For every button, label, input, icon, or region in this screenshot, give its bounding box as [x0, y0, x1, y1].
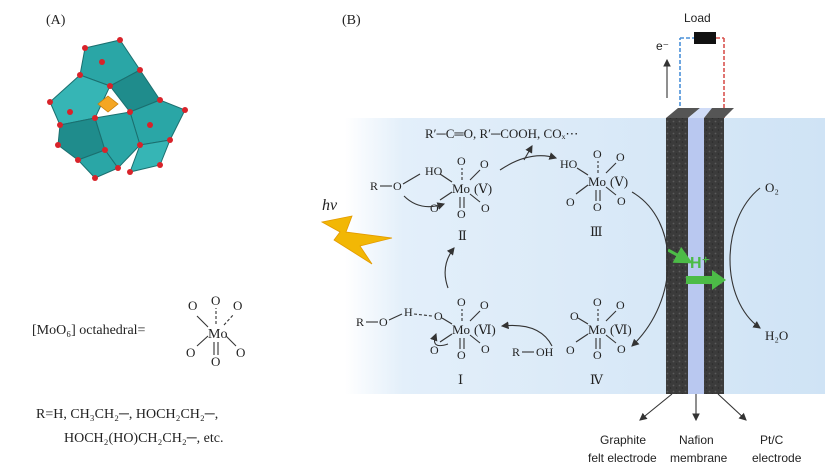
- graphite-label-1: Graphite: [600, 433, 646, 447]
- o2-label: O₂: [765, 180, 779, 195]
- state-ii-o-alkoxide: O: [393, 179, 402, 193]
- nafion-label-2: membrane: [670, 451, 728, 465]
- load-label: Load: [684, 11, 711, 25]
- o-lower-left-label: O: [186, 345, 195, 360]
- state-i-o-bottom: O: [457, 348, 466, 362]
- state-i-o-ur: O: [480, 298, 489, 312]
- h2o-label: H₂O: [765, 328, 788, 343]
- state-iv-complex: Mo (Ⅵ) O O O O O O Ⅳ: [566, 295, 632, 387]
- electron-label: e⁻: [656, 39, 669, 53]
- state-iii-o-bottom: O: [593, 200, 602, 214]
- nafion-label-1: Nafion: [679, 433, 714, 447]
- state-iii-oxidation: (Ⅴ): [610, 174, 628, 189]
- state-ii-o-bottom: O: [457, 207, 466, 221]
- state-iv-o-lr: O: [617, 342, 626, 356]
- state-i-complex: Mo (Ⅵ) O O O O O O R O H Ⅰ: [356, 295, 496, 387]
- state-iii-label: Ⅲ: [590, 224, 603, 239]
- polyoxometalate-cluster-icon: [47, 37, 188, 181]
- state-iii-o-lr: O: [617, 194, 626, 208]
- pt-c-electrode: [704, 118, 724, 394]
- state-ii-label: Ⅱ: [458, 228, 467, 243]
- mo-atom-label: Mo: [208, 327, 227, 342]
- state-ii-r: R: [370, 179, 378, 193]
- state-i-oxidation: (Ⅵ): [474, 322, 496, 337]
- state-i-label: Ⅰ: [458, 372, 463, 387]
- moo6-octahedron-structure: Mo O O O O O O: [186, 293, 245, 369]
- state-iii-mo: Mo: [588, 174, 606, 189]
- oxygen-reduction-arrow: [729, 187, 761, 329]
- cycle-arrow-i-to-ii: [444, 247, 455, 289]
- state-iv-o-ll: O: [566, 343, 575, 357]
- load-resistor-icon: [694, 32, 716, 44]
- state-iii-o-top: O: [593, 147, 602, 161]
- state-iv-o-bottom: O: [593, 348, 602, 362]
- state-ii-o-ll: O: [430, 201, 439, 215]
- state-ii-o-top: O: [457, 154, 466, 168]
- state-iii-ho: HO: [560, 157, 578, 171]
- state-i-mo: Mo: [452, 322, 470, 337]
- state-i-r: R: [356, 315, 364, 329]
- o-upper-left-label: O: [188, 298, 197, 313]
- panel-b-label: (B): [342, 13, 361, 28]
- nafion-membrane: [688, 118, 704, 394]
- state-iii-o-ur: O: [616, 150, 625, 164]
- o-bottom-label: O: [211, 354, 220, 369]
- external-circuit: Load e⁻: [656, 11, 725, 118]
- state-ii-ho: HO: [425, 164, 443, 178]
- graphite-electrode-top: [666, 108, 700, 118]
- state-iv-o-ur: O: [616, 298, 625, 312]
- state-ii-complex: Mo (Ⅴ) O O HO O O O R O Ⅱ: [370, 154, 492, 243]
- cycle-arrow-ii-to-iii: [499, 152, 558, 171]
- oxidation-products-label: R′─C═O, R′─COOH, COₓ⋯: [425, 126, 578, 141]
- o-upper-right-label: O: [233, 298, 242, 313]
- state-i-o-ll: O: [430, 343, 439, 357]
- lightning-bolt-icon: [320, 215, 393, 265]
- ptc-leader-arrow: [717, 393, 747, 421]
- ptc-label-1: Pt/C: [760, 433, 784, 447]
- o-top-label: O: [211, 293, 220, 308]
- alcohol-binding-arrow: [500, 321, 553, 347]
- r-groups-line-2: HOCH₂(HO)CH₂CH₂─, etc.: [64, 431, 224, 446]
- state-ii-mo: Mo: [452, 181, 470, 196]
- ptc-label-2: electrode: [752, 451, 802, 465]
- graphite-leader-arrow: [639, 393, 673, 421]
- state-i-o-lr: O: [481, 342, 490, 356]
- o-lower-right-label: O: [236, 345, 245, 360]
- product-release-arrow: [523, 145, 533, 161]
- incoming-r: R: [512, 345, 520, 359]
- cycle-arrow-iii-to-iv: [631, 191, 669, 347]
- hv-label: hν: [322, 197, 338, 214]
- state-ii-o-lr: O: [481, 201, 490, 215]
- graphite-label-2: felt electrode: [588, 451, 657, 465]
- state-iii-o-ll: O: [566, 195, 575, 209]
- ptc-electrode-top: [704, 108, 734, 118]
- state-ii-o-ur: O: [480, 157, 489, 171]
- state-iii-complex: Mo (Ⅴ) O O HO O O O Ⅲ: [560, 147, 628, 239]
- state-iv-oxidation: (Ⅵ): [610, 322, 632, 337]
- state-iv-o-top: O: [593, 295, 602, 309]
- electrolyte-region: [345, 118, 825, 394]
- proton-label: H⁺: [690, 255, 710, 272]
- state-i-o-ul: O: [434, 309, 443, 323]
- state-iv-o-ul: O: [570, 309, 579, 323]
- octahedral-label: [MoO₆] octahedral=: [32, 323, 146, 338]
- panel-a-label: (A): [46, 13, 66, 28]
- state-i-o-alcohol: O: [379, 315, 388, 329]
- incoming-oh: OH: [536, 345, 554, 359]
- state-i-o-top: O: [457, 295, 466, 309]
- proton-transport: H⁺: [667, 246, 726, 290]
- state-ii-oxidation: (Ⅴ): [474, 181, 492, 196]
- r-groups-line-1: R=H, CH₃CH₂─, HOCH₂CH₂─,: [36, 407, 218, 422]
- state-i-h: H: [404, 305, 413, 319]
- state-iv-mo: Mo: [588, 322, 606, 337]
- state-iv-label: Ⅳ: [590, 372, 604, 387]
